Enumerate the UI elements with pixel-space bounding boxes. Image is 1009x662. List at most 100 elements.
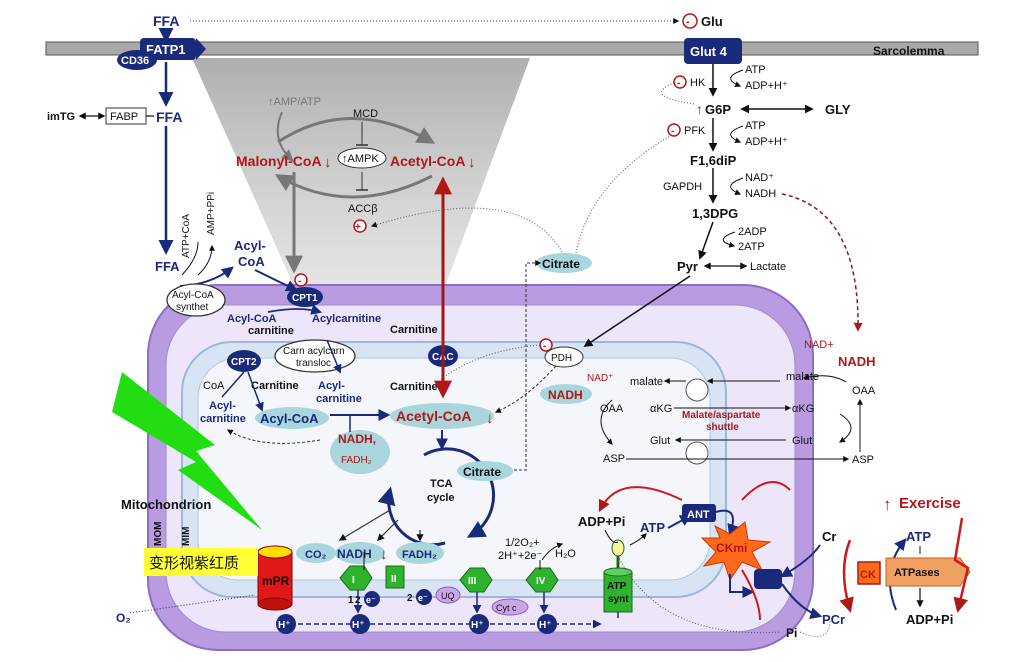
shuttle-1: Malate/aspartate <box>682 410 761 421</box>
complex-ii <box>385 565 405 589</box>
nad-plus-3: NAD+ <box>804 339 834 351</box>
nadh-3: NADH <box>838 354 876 369</box>
atp-cyto: ATP <box>906 529 931 544</box>
malate-out: malate <box>786 371 819 383</box>
acyl-coa-matrix: Acyl-CoA <box>260 411 319 426</box>
pyr-label: Pyr <box>677 259 698 274</box>
svg-text:↓: ↓ <box>468 154 476 171</box>
amp-atp: ↑AMP/ATP <box>268 96 321 108</box>
ffa-top: FFA <box>153 13 179 29</box>
cr-label: Cr <box>822 529 836 544</box>
acylcarn-in-1: Acyl- <box>318 380 345 392</box>
rhodopsin-label-box <box>144 548 258 576</box>
lactate-label: Lactate <box>750 261 786 273</box>
adp-pi-cyto: ADP+Pi <box>906 612 953 627</box>
e-1: e⁻ <box>366 595 376 605</box>
tca-2: cycle <box>427 492 455 504</box>
pcr-label: PCr <box>822 612 845 627</box>
pi-label: Pi <box>786 626 797 640</box>
mim-label: MIM <box>181 527 192 546</box>
shuttle-2: shuttle <box>706 422 739 433</box>
amp-ppi: AMP+PPi <box>206 192 217 235</box>
svg-text:↓: ↓ <box>380 546 388 563</box>
nadh-fadh: NADH, <box>338 432 376 446</box>
complex-4: IV <box>536 576 546 587</box>
glut4-label: Glut 4 <box>690 44 728 59</box>
glu-label: Glu <box>701 14 723 29</box>
akg-out: αKG <box>792 403 814 415</box>
citrate-matrix: Citrate <box>463 465 501 479</box>
ffa-low: FFA <box>155 259 180 274</box>
svg-text:↓: ↓ <box>324 154 332 171</box>
atp-coa: ATP+CoA <box>181 214 192 258</box>
asp-in: ASP <box>603 453 625 465</box>
adp-2x: 2ADP <box>738 226 767 238</box>
h-plus-markers <box>276 614 557 634</box>
svg-text:-: - <box>543 341 546 352</box>
svg-text:H⁺: H⁺ <box>471 620 484 631</box>
uq-label: UQ <box>441 591 455 601</box>
cpt1-enzyme[interactable] <box>287 287 323 307</box>
atp-synthase <box>603 571 633 613</box>
g6p-label: G6P <box>705 102 731 117</box>
cytc-label: Cyt c <box>496 603 517 613</box>
activate-icon-acc <box>353 219 367 233</box>
complex-3: III <box>468 576 477 587</box>
ant-label: ANT <box>687 509 710 521</box>
num-1: 1 <box>348 595 354 606</box>
hk-label: HK <box>690 77 706 89</box>
sarcolemma-label: Sarcolemma <box>873 44 945 58</box>
accb-label: ACCβ <box>348 203 378 215</box>
acetyl-coa-top: Acetyl-CoA <box>390 153 465 169</box>
chinese-label: 变形视紫红质 <box>149 555 239 572</box>
nadh-2: NADH <box>548 388 583 402</box>
pdh-enzyme[interactable] <box>544 346 584 368</box>
nadh-fadh-oval <box>330 430 390 474</box>
mom-label: MOM <box>153 522 164 546</box>
carn-transloc-2: transloc <box>296 358 331 369</box>
mito-connector <box>754 569 782 589</box>
complex-i <box>339 565 373 591</box>
acetyl-coa-matrix-oval <box>390 403 494 429</box>
carnitine-omm: carnitine <box>248 325 294 337</box>
nadh-1: NADH <box>745 188 776 200</box>
coa-label: CoA <box>203 380 225 392</box>
svg-text:-: - <box>686 16 690 28</box>
svg-text:↑: ↑ <box>883 495 892 514</box>
nad-plus-2: NAD⁺ <box>587 373 613 384</box>
acyl-carnitine-3: carnitine <box>200 413 246 425</box>
inhibit-icon-cpt1 <box>294 273 308 287</box>
acylcarn-in-2: carnitine <box>316 393 362 405</box>
ckmi-star <box>700 521 772 582</box>
fadh2-etc: FADH₂ <box>402 549 437 561</box>
fadh2: FADH₂ <box>341 455 372 466</box>
tca-1: TCA <box>430 478 453 490</box>
acyl-coa-synthetase[interactable] <box>166 283 226 317</box>
cpt2-enzyme[interactable] <box>227 350 261 372</box>
complex-iv <box>525 567 559 593</box>
atp-synt-1: ATP <box>607 581 627 592</box>
glut-in: Glut <box>650 435 670 447</box>
oaa-in: OAA <box>600 403 624 415</box>
cd36-transporter <box>117 50 157 70</box>
akg-in: αKG <box>650 403 672 415</box>
atp-m: ATP <box>640 520 665 535</box>
adp-2: ADP+H⁺ <box>745 136 788 148</box>
half-o2: 1/2O₂+ <box>505 537 540 549</box>
svg-text:-: - <box>677 78 680 89</box>
mcd-label: MCD <box>353 108 378 120</box>
oaa-out: OAA <box>852 385 876 397</box>
pdh-label: PDH <box>551 353 572 364</box>
acyl-synth-1: Acyl-CoA <box>172 290 214 301</box>
svg-text:+: + <box>355 222 361 233</box>
f16dip-label: F1,6diP <box>690 153 737 168</box>
atp-synt-2: synt <box>608 594 629 605</box>
acyl-synth-2: synthet <box>176 302 208 313</box>
svg-text:H⁺: H⁺ <box>352 620 365 631</box>
two-h: 2H⁺+2e⁻ <box>498 550 543 562</box>
complex-2: II <box>391 574 397 585</box>
citrate-top: Citrate <box>542 257 580 271</box>
acylcarnitine-omm: Acylcarnitine <box>312 313 381 325</box>
svg-text:-: - <box>298 276 301 287</box>
